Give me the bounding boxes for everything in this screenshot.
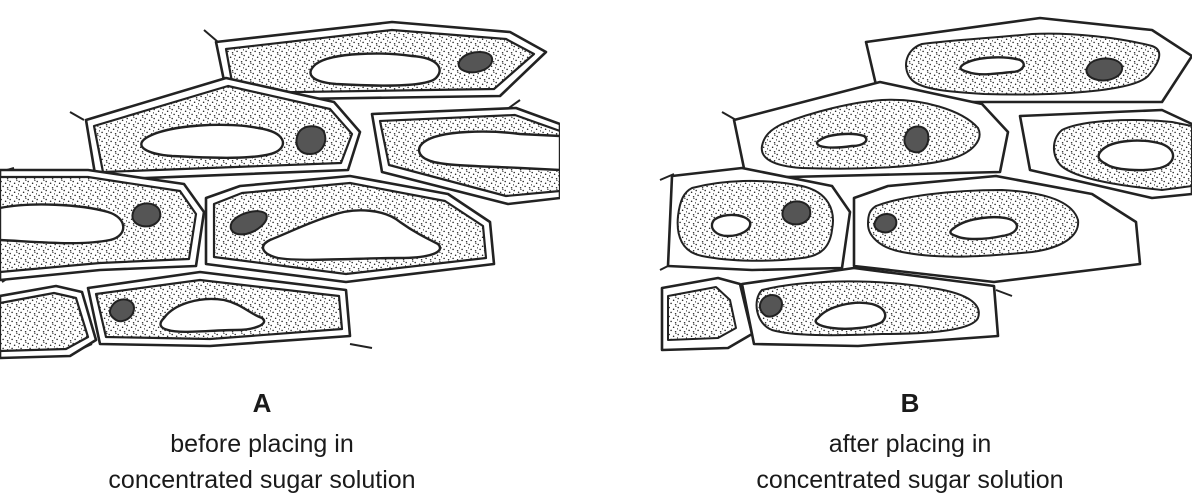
caption-a-line1: before placing in bbox=[22, 426, 502, 462]
caption-a: A before placing in concentrated sugar s… bbox=[22, 384, 502, 498]
caption-b-line1: after placing in bbox=[670, 426, 1150, 462]
nucleus bbox=[904, 127, 928, 153]
panel-label-a: A bbox=[22, 384, 502, 422]
plant-cell bbox=[206, 176, 494, 282]
plant-cell bbox=[0, 286, 96, 358]
nucleus bbox=[782, 201, 810, 224]
cell-wall-stub bbox=[70, 112, 84, 120]
plant-cell-plasmolysed bbox=[742, 268, 998, 346]
nucleus bbox=[874, 214, 896, 232]
nucleus bbox=[760, 295, 782, 316]
vacuole bbox=[0, 205, 123, 244]
cell-wall-stub bbox=[996, 290, 1012, 296]
nucleus bbox=[1086, 59, 1122, 81]
nucleus bbox=[110, 299, 134, 321]
vacuole bbox=[1099, 141, 1174, 170]
plant-cell bbox=[0, 170, 204, 280]
cell-wall-stub bbox=[350, 344, 372, 348]
onion-cells-before-svg bbox=[0, 0, 560, 370]
vacuole bbox=[712, 215, 750, 236]
panel-label-b: B bbox=[670, 384, 1150, 422]
nucleus bbox=[297, 126, 326, 154]
cell-wall-stub bbox=[204, 30, 218, 42]
nucleus bbox=[132, 203, 160, 226]
diagram-a-cells-before bbox=[0, 0, 560, 370]
caption-b-line2: concentrated sugar solution bbox=[670, 462, 1150, 498]
onion-cells-after-svg bbox=[632, 0, 1192, 370]
vacuole bbox=[310, 54, 439, 86]
vacuole bbox=[419, 132, 560, 170]
plant-cell-plasmolysed bbox=[662, 278, 752, 350]
caption-b: B after placing in concentrated sugar so… bbox=[670, 384, 1150, 498]
diagram-b-cells-after bbox=[632, 0, 1192, 370]
caption-a-line2: concentrated sugar solution bbox=[22, 462, 502, 498]
plant-cell bbox=[88, 272, 350, 346]
plant-cell-plasmolysed bbox=[668, 168, 850, 270]
plant-cell-plasmolysed bbox=[854, 176, 1140, 282]
